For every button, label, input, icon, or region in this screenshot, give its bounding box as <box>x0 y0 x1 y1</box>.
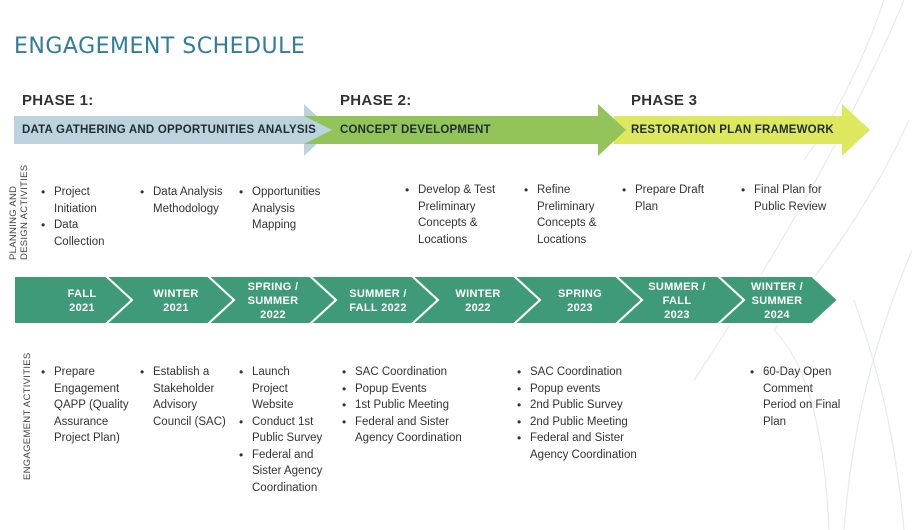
planning-group-1: Project Initiation Data Collection <box>40 184 105 250</box>
planning-side-label: PLANNING AND DESIGN ACTIVITIES <box>8 164 30 260</box>
season-label-8: WINTER / SUMMER 2024 <box>751 281 803 321</box>
list-item: Project Initiation <box>41 184 105 217</box>
list-item: Refine Preliminary Concepts & Locations <box>524 182 597 248</box>
season-label-2: WINTER 2021 <box>153 288 199 314</box>
planning-group-7: Final Plan for Public Review <box>740 182 826 215</box>
page-title: ENGAGEMENT SCHEDULE <box>14 34 306 59</box>
engagement-group-3: Launch Project Website Conduct 1st Publi… <box>238 364 322 496</box>
list-item: Data Analysis Methodology <box>140 184 223 217</box>
list-item: SAC Coordination <box>517 364 637 381</box>
planning-group-2: Data Analysis Methodology <box>139 184 223 217</box>
list-item: Popup events <box>517 381 637 398</box>
list-item: Federal and Sister Agency Coordination <box>342 414 462 447</box>
list-item: SAC Coordination <box>342 364 462 381</box>
list-item: 60-Day Open Comment Period on Final Plan <box>750 364 840 430</box>
phase-1-arrow <box>14 104 332 156</box>
phase-2-name: CONCEPT DEVELOPMENT <box>340 124 491 136</box>
list-item: Opportunities Analysis Mapping <box>239 184 320 234</box>
engagement-group-4: SAC Coordination Popup Events 1st Public… <box>341 364 462 447</box>
list-item: Federal and Sister Agency Coordination <box>517 430 637 463</box>
phase-3-name: RESTORATION PLAN FRAMEWORK <box>631 124 834 136</box>
phase-3-arrow <box>614 104 870 156</box>
season-timeline <box>14 275 840 325</box>
background-leaf-decoration <box>693 0 913 530</box>
phase-1-label: PHASE 1: <box>22 92 94 109</box>
season-label-5: WINTER 2022 <box>455 288 501 314</box>
engagement-group-1: Prepare Engagement QAPP (Quality Assuran… <box>40 364 129 447</box>
planning-group-4: Develop & Test Preliminary Concepts & Lo… <box>404 182 495 248</box>
engagement-side-label: ENGAGEMENT ACTIVITIES <box>22 352 33 480</box>
phase-3-label: PHASE 3 <box>631 92 698 109</box>
list-item: Prepare Draft Plan <box>622 182 704 215</box>
engagement-group-6: 60-Day Open Comment Period on Final Plan <box>749 364 840 430</box>
list-item: Develop & Test Preliminary Concepts & Lo… <box>405 182 495 248</box>
engagement-group-2: Establish a Stakeholder Advisory Council… <box>139 364 226 430</box>
list-item: Establish a Stakeholder Advisory Council… <box>140 364 226 430</box>
season-label-7: SUMMER / FALL 2023 <box>648 281 706 321</box>
planning-group-3: Opportunities Analysis Mapping <box>238 184 320 234</box>
list-item: 2nd Public Meeting <box>517 414 637 431</box>
season-chevron-8 <box>715 275 840 325</box>
phase-arrows <box>14 104 870 156</box>
engagement-group-5: SAC Coordination Popup events 2nd Public… <box>516 364 637 463</box>
list-item: Data Collection <box>41 217 104 250</box>
list-item: Final Plan for Public Review <box>741 182 826 215</box>
phase-1-name: DATA GATHERING AND OPPORTUNITIES ANALYSI… <box>22 124 317 136</box>
planning-group-6: Prepare Draft Plan <box>621 182 704 215</box>
phase-2-arrow <box>304 104 626 156</box>
list-item: 2nd Public Survey <box>517 397 637 414</box>
list-item: Launch Project Website <box>239 364 322 414</box>
season-label-6: SPRING 2023 <box>558 288 602 314</box>
list-item: Federal and Sister Agency Coordination <box>239 447 322 497</box>
season-label-4: SUMMER / FALL 2022 <box>349 288 407 314</box>
season-label-1: FALL 2021 <box>67 288 97 314</box>
phase-2-label: PHASE 2: <box>340 92 412 109</box>
season-label-3: SPRING / SUMMER 2022 <box>247 281 299 321</box>
list-item: 1st Public Meeting <box>342 397 462 414</box>
planning-group-5: Refine Preliminary Concepts & Locations <box>523 182 597 248</box>
list-item: Conduct 1st Public Survey <box>239 414 322 447</box>
list-item: Prepare Engagement QAPP (Quality Assuran… <box>41 364 129 447</box>
list-item: Popup Events <box>342 381 462 398</box>
